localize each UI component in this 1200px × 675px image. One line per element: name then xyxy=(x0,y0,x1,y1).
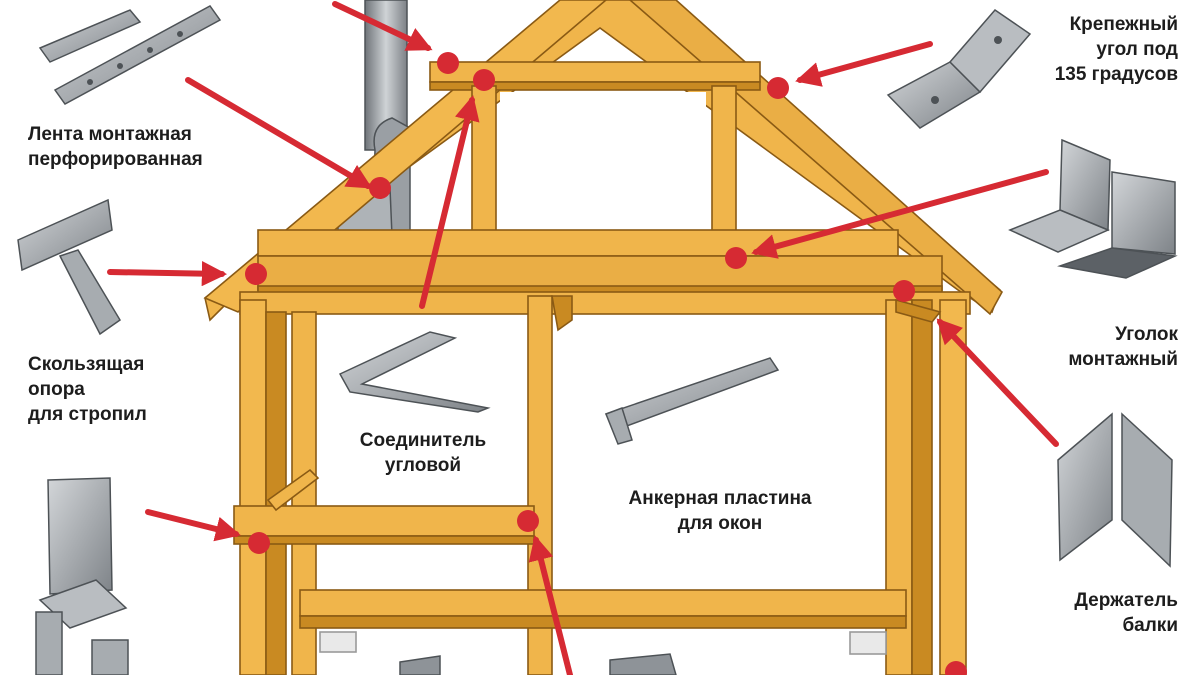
connection-point-pipe xyxy=(369,177,391,199)
arrow-bottom xyxy=(528,535,573,675)
corner-connector-picture xyxy=(338,331,491,413)
connection-point-left-eave xyxy=(245,263,267,285)
label-mounting-angle: Уголок монтажный xyxy=(1068,324,1178,370)
window-anchor-plate-picture xyxy=(604,357,780,445)
connection-point-window-sill xyxy=(517,510,539,532)
connection-points xyxy=(245,52,967,675)
arrow-beam-holder xyxy=(936,318,1059,447)
label-corner-connector: Соединитель угловой xyxy=(359,430,487,476)
mounting-angle-picture xyxy=(1008,138,1178,279)
label-sliding-support: Скользящая опора для стропил xyxy=(28,354,147,425)
arrow-mounting-angle xyxy=(751,169,1049,259)
label-perforated-tape: Лента монтажная перфорированная xyxy=(28,124,203,170)
arrow-corner-connector xyxy=(419,95,480,309)
pointer-arrows xyxy=(107,1,1059,675)
arrow-angle-135 xyxy=(795,41,933,87)
arrow-sliding-support xyxy=(107,261,228,287)
bottom-hardware-pieces xyxy=(399,653,677,675)
arrow-perforated-tape xyxy=(185,77,373,189)
wall-frame xyxy=(233,291,971,675)
label-beam-holder: Держатель балки xyxy=(1074,590,1178,636)
connection-point-left-post xyxy=(248,532,270,554)
sliding-support-picture xyxy=(17,198,122,336)
connection-point-ridge xyxy=(437,52,459,74)
joist-hanger-picture xyxy=(35,477,129,675)
arrow-perforated-tape-top xyxy=(332,1,433,51)
connection-point-right-eave xyxy=(893,280,915,302)
beam-holder-picture xyxy=(1057,412,1173,568)
label-window-anchor-plate: Анкерная пластина для окон xyxy=(628,488,812,534)
connection-point-ceiling-beam xyxy=(725,247,747,269)
roof-truss xyxy=(203,0,1004,322)
perforated-tape-picture xyxy=(38,5,222,105)
angle-135-picture xyxy=(886,9,1032,129)
connection-point-collar xyxy=(473,69,495,91)
connection-point-right-rafter xyxy=(767,77,789,99)
arrow-joist-hanger xyxy=(145,509,241,542)
connection-point-bottom-right xyxy=(945,661,967,675)
label-angle-135: Крепежный угол под 135 градусов xyxy=(1054,14,1178,85)
